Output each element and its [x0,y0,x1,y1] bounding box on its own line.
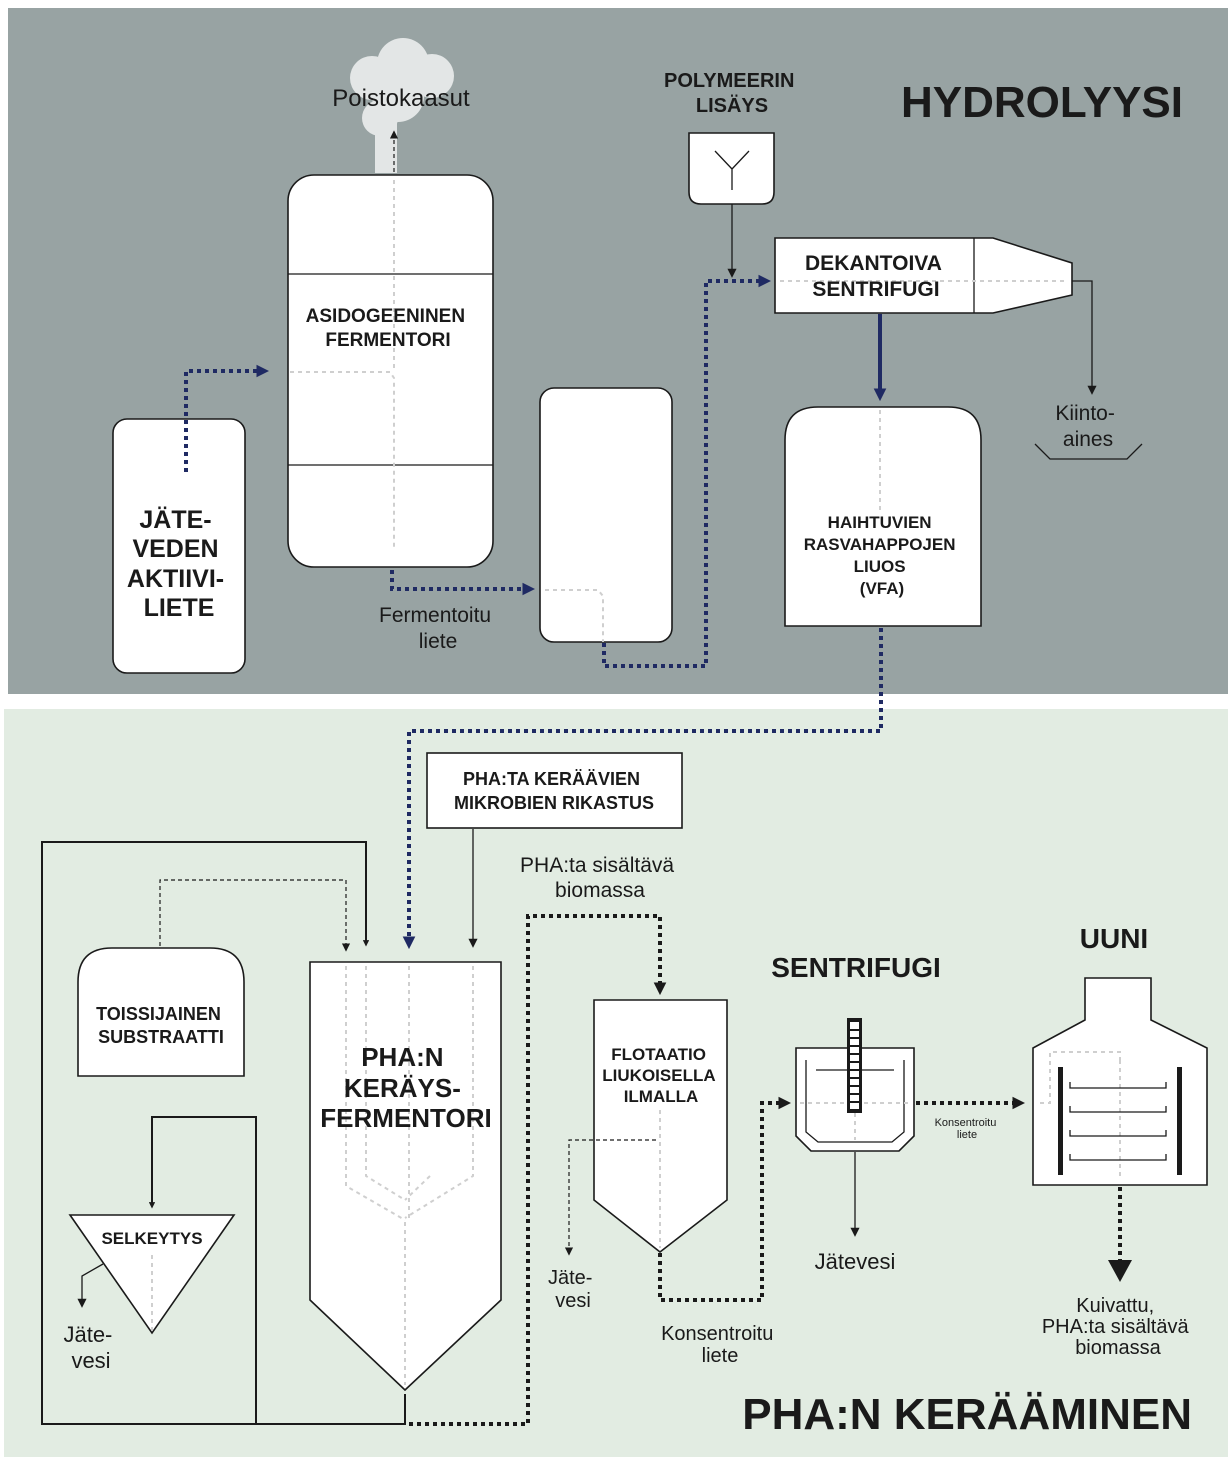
flow-sludge-to-fermenter [184,364,270,472]
wastewater-sludge-tank [112,418,246,674]
oven-title: UUNI [1080,923,1148,954]
centrifuge-shaft-icon [847,1018,862,1113]
microbe-enrichment-box [426,752,683,829]
fermented-sludge-label: Fermentoitu liete [379,604,497,653]
pha-collection-fermenter [309,961,502,1392]
solids-label: Kiinto- aines [1055,402,1120,451]
secondary-substrate-label: TOISSIJAINEN SUBSTRAATTI [96,1004,226,1047]
exhaust-cloud-icon [350,38,454,173]
wastewater-centrifuge-label: Jätevesi [815,1249,896,1274]
wastewater-flotation-label: Jäte- vesi [548,1267,598,1312]
decanter-centrifuge [774,237,1073,314]
buffer-tank [539,387,673,643]
flotation-label: FLOTAATIO LIUKOISELLA ILMALLA [602,1045,719,1106]
vfa-tank-label: HAIHTUVIEN RASVAHAPPOJEN LIUOS (VFA) [804,513,961,598]
collection-title: PHA:N KERÄÄMINEN [742,1390,1192,1439]
dried-biomass-label: Kuivattu, PHA:ta sisältävä biomassa [1042,1295,1194,1359]
flow-fermenter-to-buffer [390,570,536,596]
decanter-centrifuge-label: DEKANTOIVA SENTRIFUGI [805,252,947,301]
polymer-addition-label: POLYMEERIN LISÄYS [664,70,800,117]
oven-shelves-icon [1058,1067,1182,1175]
hydrolysis-title: HYDROLYYSI [901,78,1183,127]
concentrated-sludge-label: Konsentroitu liete [661,1323,779,1367]
flow-buffer-to-decanter [602,274,772,668]
secondary-substrate-tank [77,947,245,1077]
pha-biomass-label: PHA:ta sisältävä biomassa [520,854,680,902]
output-arrow-icon [1108,1260,1132,1282]
funnel-icon [714,150,750,190]
wastewater-sludge-label: JÄTE- VEDEN AKTIIVI- LIETE [127,506,231,622]
flow-vfa-to-collection-fermenter [402,628,883,950]
clarification-label: SELKEYTYS [101,1229,202,1248]
exhaust-label: Poistokaasut [332,85,470,112]
flow-fermenter-to-flotation [409,914,667,1426]
acidogenic-fermenter-label: ASIDOGEENINEN FERMENTORI [306,306,471,351]
solids-container-icon [1034,443,1143,460]
pha-collection-fermenter-label: PHA:N KERÄYS- FERMENTORI [320,1042,491,1133]
concentrated-sludge-small-label: Konsentroitu liete [935,1117,1000,1141]
centrifuge-title: SENTRIFUGI [771,952,941,983]
acidogenic-fermenter [287,174,494,568]
oven-unit [1032,977,1208,1186]
flow-flotation-to-centrifuge [658,1096,792,1302]
microbe-enrichment-label: PHA:TA KERÄÄVIEN MIKROBIEN RIKASTUS [454,769,654,813]
vfa-tank [784,406,982,627]
wastewater-clarification-label: Jäte- vesi [63,1322,118,1373]
